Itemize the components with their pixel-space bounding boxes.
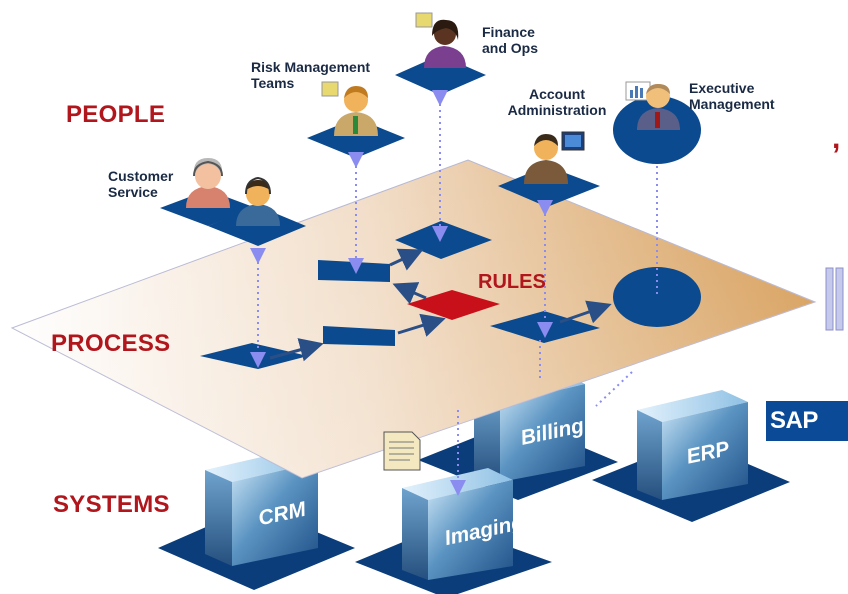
process-box-lower	[323, 326, 395, 346]
customer-service-person-icon-1	[186, 158, 230, 208]
layer-label-systems: SYSTEMS	[53, 491, 170, 518]
layer-label-people: PEOPLE	[66, 101, 166, 128]
erp-cube	[637, 390, 748, 500]
process-oval	[613, 267, 701, 327]
finance-ops-person-icon	[415, 12, 466, 68]
dotted-links	[250, 90, 658, 496]
base-risk	[307, 118, 405, 158]
account-admin-person-icon	[524, 131, 585, 184]
base-account	[498, 166, 600, 207]
layer-label-process: PROCESS	[51, 330, 171, 357]
document-icon	[383, 431, 421, 471]
rules-diamond	[407, 290, 500, 320]
flow-arrow-1	[269, 338, 324, 362]
executive-person-icon	[625, 81, 680, 130]
flow-arrows	[269, 248, 612, 362]
edge-bars	[825, 267, 834, 331]
flow-arrow-4	[389, 248, 424, 271]
edge-comma: ,	[832, 122, 840, 155]
flow-arrow-2	[397, 313, 446, 337]
rules-label: RULES	[478, 271, 546, 293]
process-nodes	[200, 221, 701, 369]
customer-service-person-icon-2	[236, 176, 280, 226]
link-erp	[595, 371, 633, 407]
flow-arrow-3	[392, 282, 427, 305]
risk-management-person-icon	[321, 81, 378, 136]
sap-logo: SAP	[766, 401, 848, 441]
base-finance	[395, 55, 486, 95]
flow-arrow-5	[559, 300, 612, 324]
